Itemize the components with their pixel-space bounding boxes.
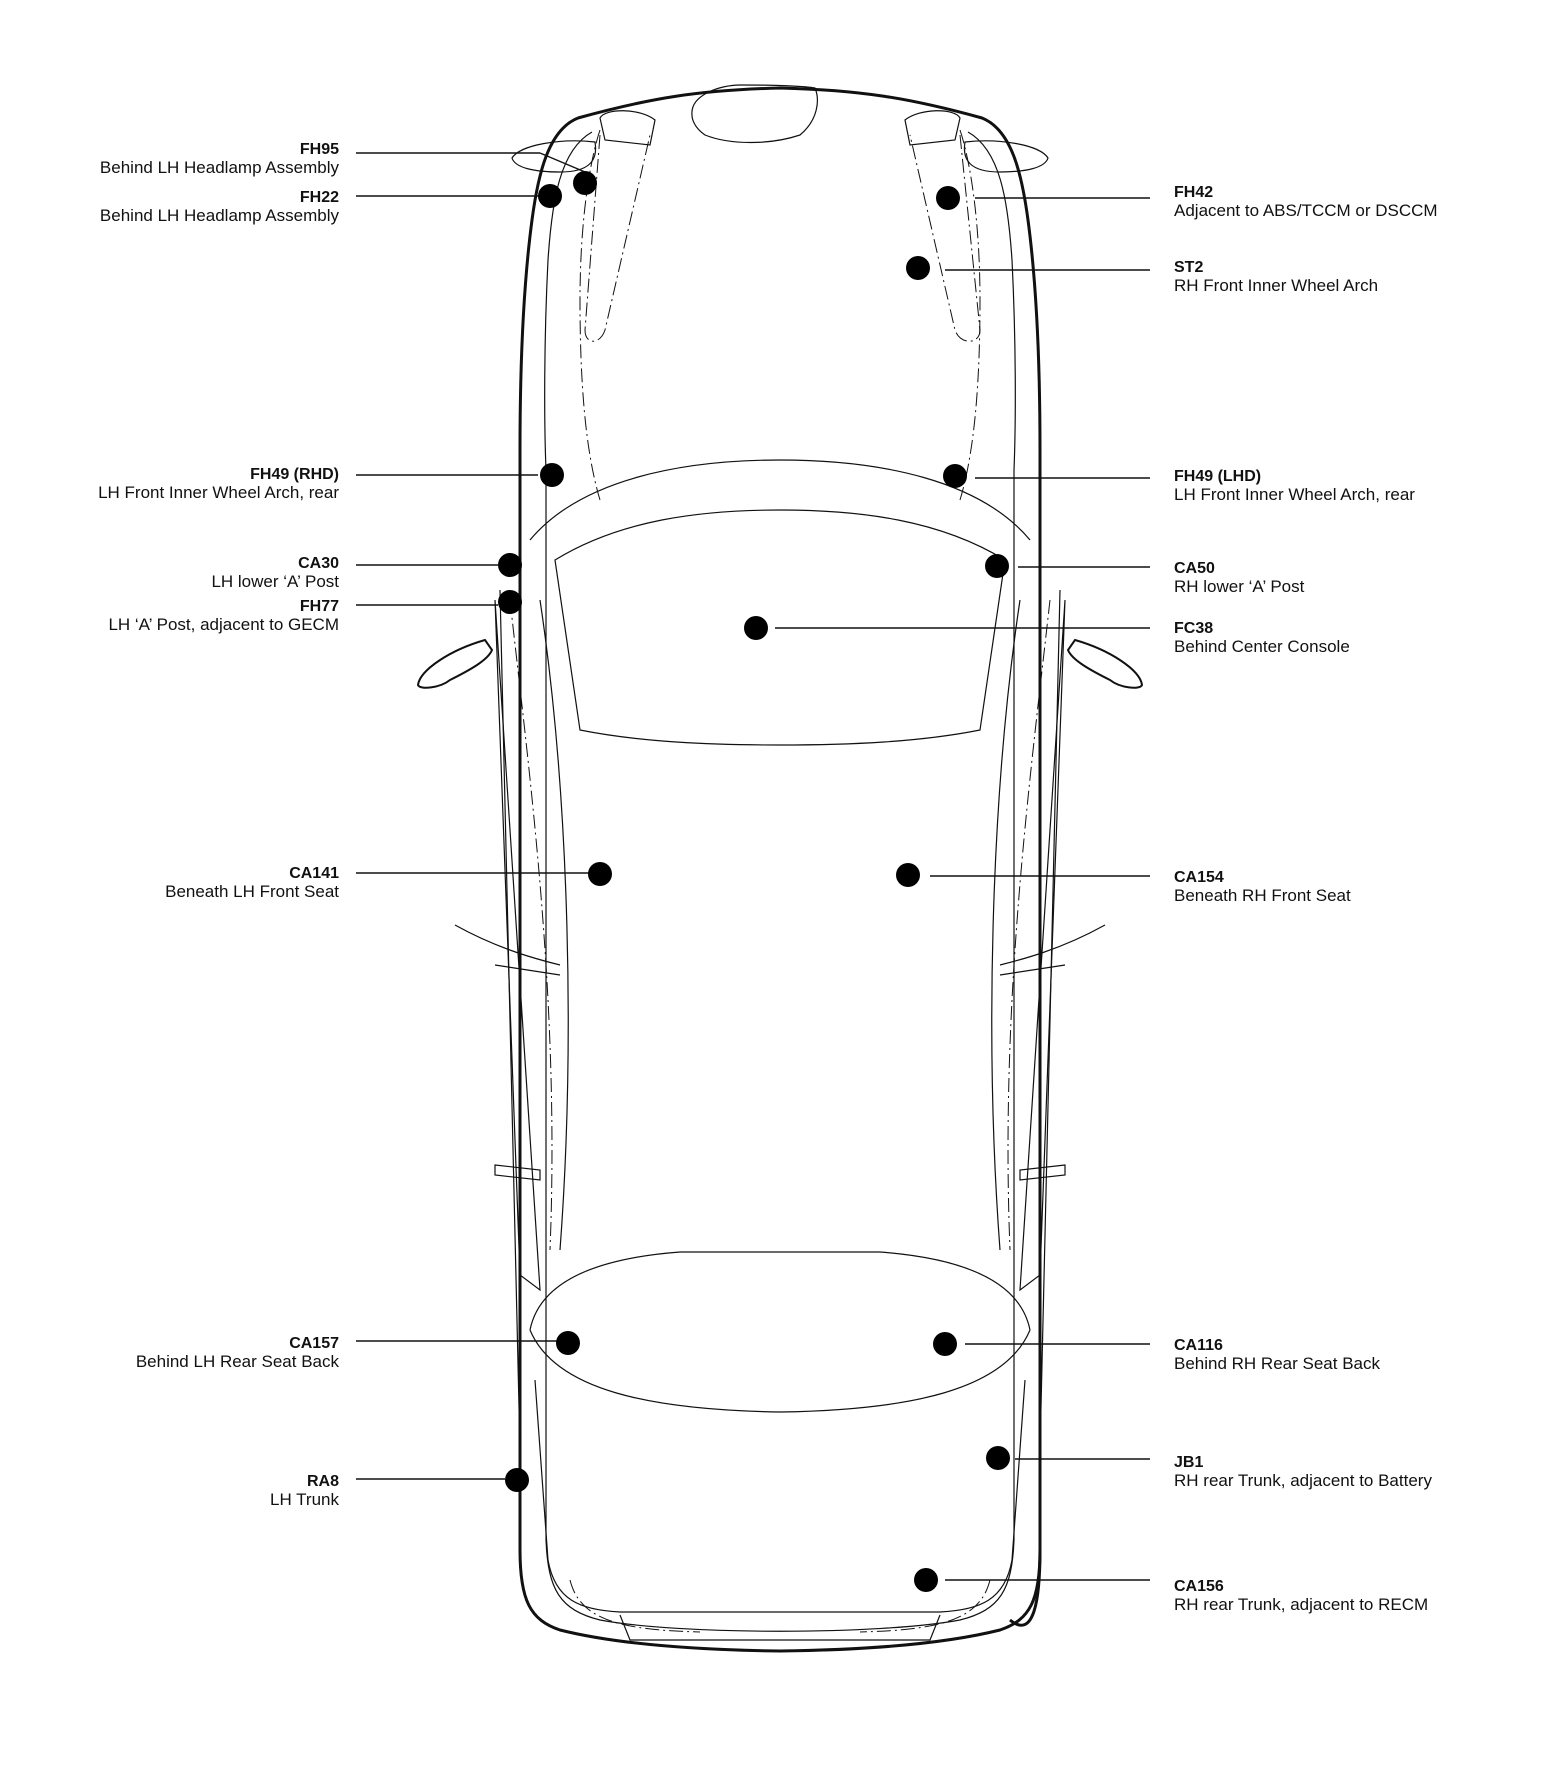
location-code-ca116: CA116 (1174, 1337, 1223, 1354)
car-body-outline (518, 86, 1042, 1627)
location-code-ca154: CA154 (1174, 869, 1224, 886)
location-desc-fh95: Behind LH Headlamp Assembly (100, 158, 340, 177)
location-desc-ca30: LH lower ‘A’ Post (211, 572, 339, 591)
location-code-ra8: RA8 (307, 1473, 339, 1490)
location-code-ca156: CA156 (1174, 1578, 1224, 1595)
location-desc-ca141: Beneath LH Front Seat (165, 882, 339, 901)
connector-dot-ca157[interactable] (556, 1331, 580, 1355)
location-desc-ca116: Behind RH Rear Seat Back (1174, 1354, 1380, 1373)
connector-dot-fh95[interactable] (573, 171, 597, 195)
location-desc-ca156: RH rear Trunk, adjacent to RECM (1174, 1595, 1428, 1614)
location-code-fh95: FH95 (300, 141, 339, 158)
left-labels: FH95 Behind LH Headlamp Assembly FH22 Be… (98, 141, 339, 1509)
location-desc-fh22: Behind LH Headlamp Assembly (100, 206, 340, 225)
location-desc-ca154: Beneath RH Front Seat (1174, 886, 1351, 905)
leader-lines (356, 152, 1150, 1581)
connector-dot-st2[interactable] (906, 256, 930, 280)
location-code-ca30: CA30 (298, 555, 339, 572)
connector-dot-ra8[interactable] (505, 1468, 529, 1492)
location-code-fh22: FH22 (300, 189, 339, 206)
location-desc-jb1: RH rear Trunk, adjacent to Battery (1174, 1471, 1432, 1490)
connector-dot-fc38[interactable] (744, 616, 768, 640)
connector-dot-fh22[interactable] (538, 184, 562, 208)
location-code-fh77: FH77 (300, 598, 339, 615)
connector-dot-ca141[interactable] (588, 862, 612, 886)
location-code-ca157: CA157 (289, 1335, 339, 1352)
connector-dot-ca50[interactable] (985, 554, 1009, 578)
connector-dot-ca116[interactable] (933, 1332, 957, 1356)
connector-dots (498, 171, 1010, 1592)
location-code-fh49-lhd: FH49 (LHD) (1174, 468, 1261, 485)
location-code-st2: ST2 (1174, 259, 1203, 276)
location-code-ca50: CA50 (1174, 560, 1215, 577)
location-desc-fh77: LH ‘A’ Post, adjacent to GECM (108, 615, 339, 634)
location-desc-fh49-lhd: LH Front Inner Wheel Arch, rear (1174, 485, 1415, 504)
connector-dot-fh49-lhd[interactable] (943, 464, 967, 488)
right-labels: FH42 Adjacent to ABS/TCCM or DSCCM ST2 R… (1174, 184, 1438, 1614)
location-code-ca141: CA141 (289, 865, 339, 882)
location-desc-fc38: Behind Center Console (1174, 637, 1350, 656)
location-desc-ca157: Behind LH Rear Seat Back (136, 1352, 340, 1371)
location-code-fh42: FH42 (1174, 184, 1213, 201)
location-desc-ra8: LH Trunk (270, 1490, 339, 1509)
location-code-jb1: JB1 (1174, 1454, 1203, 1471)
location-desc-st2: RH Front Inner Wheel Arch (1174, 276, 1378, 295)
connector-dot-jb1[interactable] (986, 1446, 1010, 1470)
connector-dot-fh42[interactable] (936, 186, 960, 210)
connector-dot-ca154[interactable] (896, 863, 920, 887)
location-desc-fh42: Adjacent to ABS/TCCM or DSCCM (1174, 201, 1438, 220)
location-desc-ca50: RH lower ‘A’ Post (1174, 577, 1305, 596)
location-desc-fh49-rhd: LH Front Inner Wheel Arch, rear (98, 483, 339, 502)
location-code-fh49-rhd: FH49 (RHD) (250, 466, 339, 483)
connector-dot-fh77[interactable] (498, 590, 522, 614)
connector-dot-ca30[interactable] (498, 553, 522, 577)
car-outline (416, 84, 1144, 1653)
connector-dot-fh49-rhd[interactable] (540, 463, 564, 487)
connector-dot-ca156[interactable] (914, 1568, 938, 1592)
location-code-fc38: FC38 (1174, 620, 1213, 637)
